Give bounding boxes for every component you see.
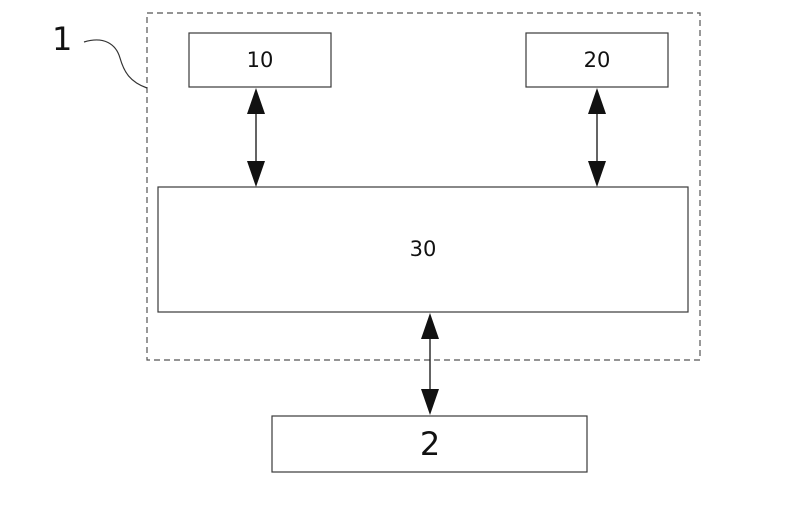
block-20-label: 20 — [584, 48, 611, 72]
block-2-label: 2 — [420, 425, 440, 463]
block-30-label: 30 — [410, 237, 437, 261]
block-10-label: 10 — [247, 48, 274, 72]
block-2: 2 — [271, 415, 588, 473]
arrow-20-30 — [588, 88, 606, 187]
system-ref-label: 1 — [52, 20, 72, 58]
arrow-30-2 — [421, 313, 439, 415]
system-ref-leader — [83, 39, 148, 89]
arrow-10-30 — [247, 88, 265, 187]
block-30: 30 — [157, 186, 689, 313]
block-20: 20 — [525, 32, 669, 88]
block-10: 10 — [188, 32, 332, 88]
